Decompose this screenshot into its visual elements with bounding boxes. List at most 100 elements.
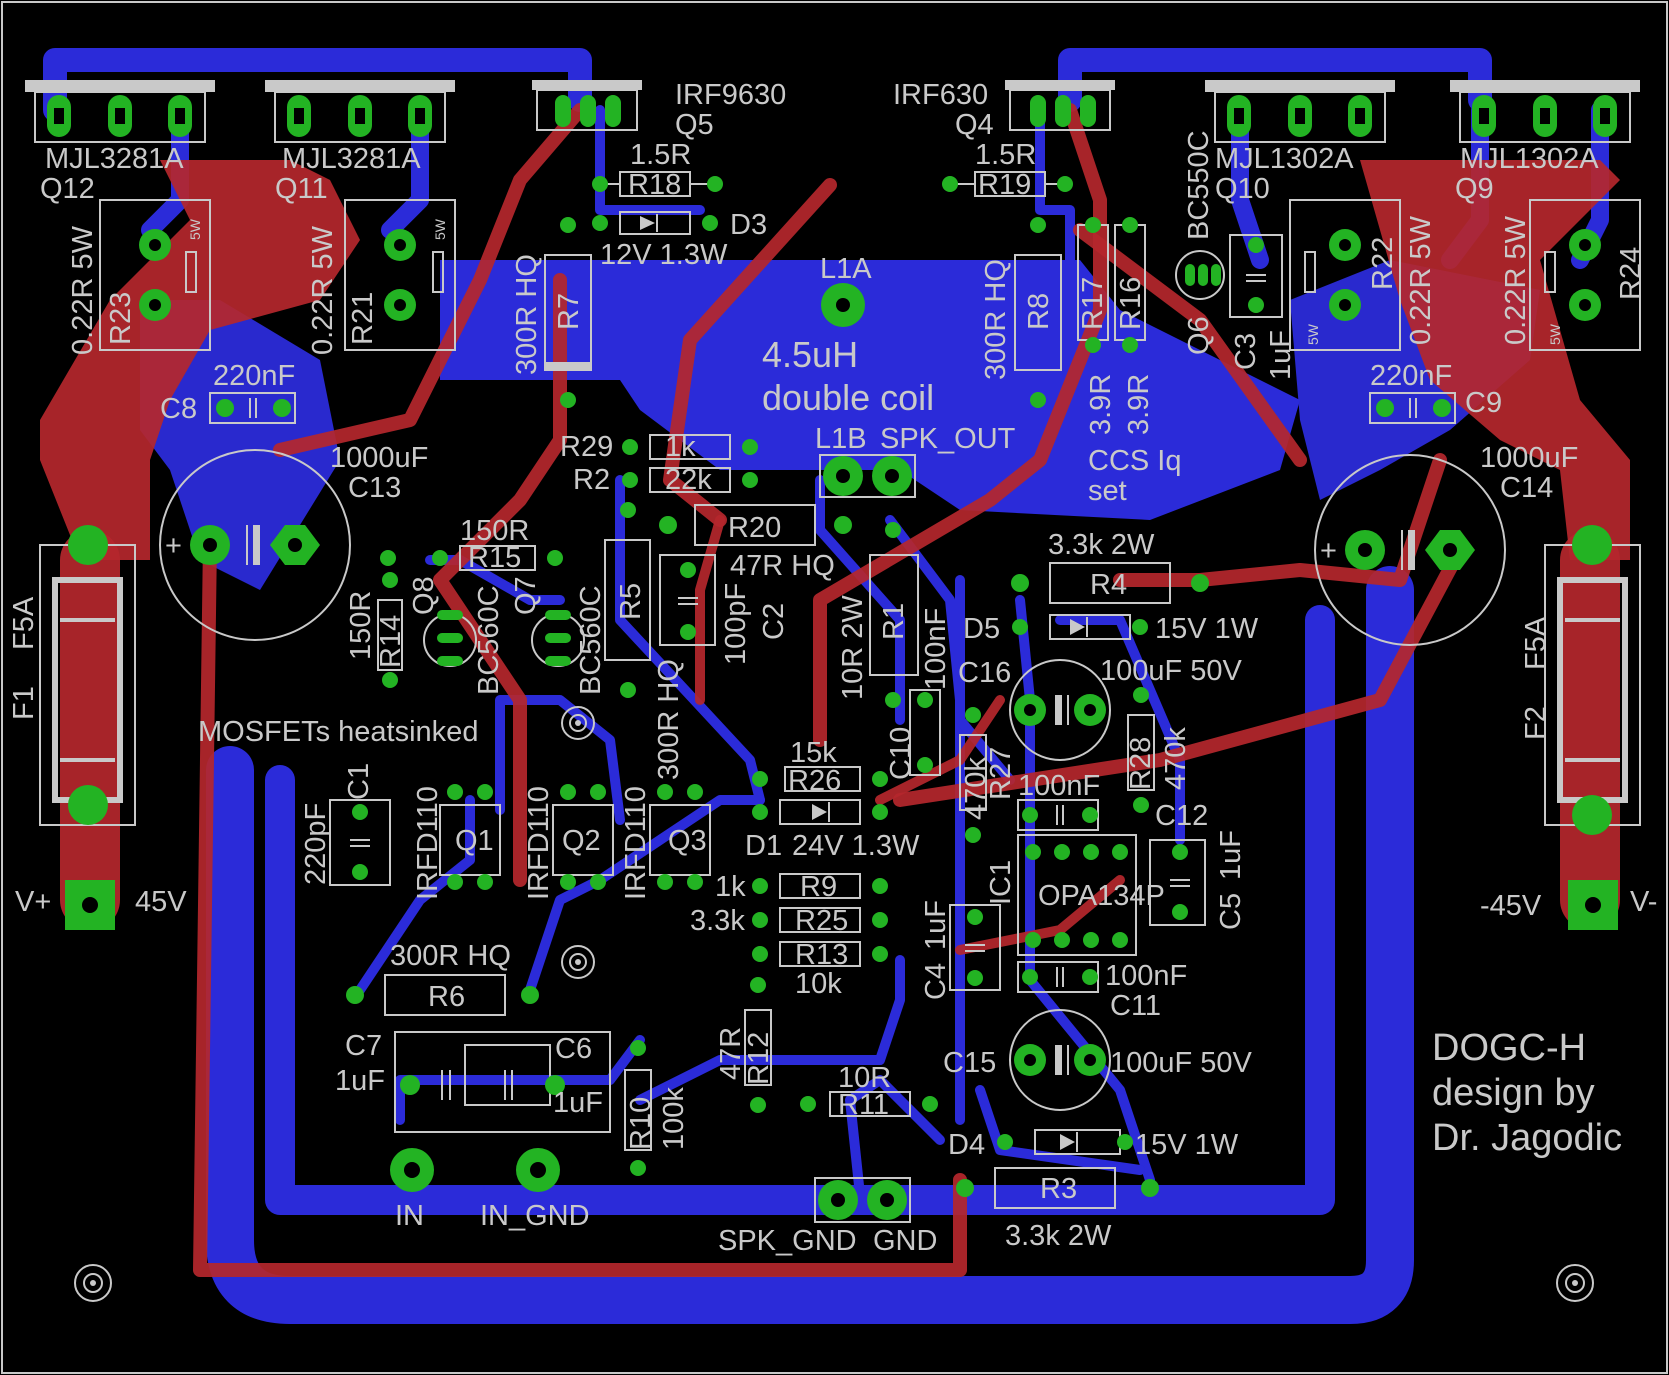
trace-q5: [273, 103, 587, 457]
resistor-r20: R20 47R HQ: [659, 504, 852, 582]
c11-value-label: 100nF: [1105, 960, 1187, 992]
r16-ref-label: R16: [1115, 277, 1147, 330]
q12-ref-label: Q12: [40, 173, 95, 205]
r23-rating-label: 5W: [187, 218, 203, 240]
r2-ref-label: R2: [573, 464, 610, 496]
d5-ref-label: D5: [963, 613, 1000, 645]
c9-ref-label: C9: [1465, 387, 1502, 419]
r24-rating-label: 5W: [1547, 323, 1563, 345]
transistor-q11: MJL3281A Q11: [265, 80, 455, 205]
trace-n: [955, 575, 1015, 785]
mounting-hole-2: [561, 945, 595, 979]
q4-ref-label: Q4: [955, 109, 994, 141]
mounting-hole-4: [1556, 1264, 1594, 1302]
c7-value-label: 1uF: [335, 1065, 385, 1097]
trace-o: [495, 695, 625, 825]
ic1-ref-label: IC1: [985, 860, 1017, 905]
q9-part-label: MJL1302A: [1460, 143, 1599, 175]
trace-l: [975, 1085, 1145, 1175]
input-terminal[interactable]: IN: [390, 1148, 434, 1232]
q2-ref-label: Q2: [562, 825, 601, 857]
coil-line1-label: 4.5uH: [762, 334, 858, 375]
q8-part-label: BC560C: [473, 585, 505, 695]
resistor-r2: 22k R2: [573, 464, 758, 496]
resistor-r27: 470k R27: [959, 707, 1017, 843]
r22-ref-label: R22: [1367, 237, 1399, 290]
resistor-r18: 1.5R R18: [592, 139, 723, 201]
f1-value-label: F5A: [8, 596, 40, 650]
r19-value-label: 1.5R: [975, 139, 1036, 171]
d5-value-label: 15V 1W: [1155, 613, 1259, 645]
capacitor-c7: C7 1uF: [335, 1030, 611, 1133]
q7-ref-label: Q7: [510, 576, 542, 615]
r20-value-label: 47R HQ: [730, 550, 835, 582]
trace-q6: [1073, 223, 1307, 467]
mosfet-q3: Q3 IRFD110: [620, 784, 711, 900]
r24-ref-label: R24: [1615, 247, 1647, 300]
resistor-r23: 0.22R 5W R23 5W: [67, 199, 211, 355]
r9-ref-label: R9: [800, 871, 837, 903]
l1b-label: L1B: [815, 423, 867, 455]
r23-value-label: 0.22R 5W: [67, 225, 99, 355]
speaker-out-connector[interactable]: L1B SPK_OUT: [815, 423, 1016, 498]
d1-ref-label: D1: [745, 830, 782, 862]
ground-loop-inner: [265, 605, 1335, 1215]
resistor-r15: 150R R15: [380, 515, 563, 574]
resistor-r26: 15k R26: [752, 737, 888, 797]
q10-ref-label: Q10: [1215, 173, 1270, 205]
c15-ref-label: C15: [943, 1047, 996, 1079]
ccs-section: R17 R16 3.9R 3.9R BC550C Q6 C3 1uF CCS I…: [1077, 130, 1297, 507]
r9-value-label: 1k: [715, 871, 746, 903]
c3-ref-label: C3: [1230, 333, 1262, 370]
c15-value-label: 100uF 50V: [1110, 1047, 1253, 1079]
left-pour: [140, 300, 340, 590]
transistor-q8: Q8 BC560C: [408, 576, 505, 695]
supply-right: [893, 543, 1467, 807]
r26-value-label: 15k: [790, 737, 837, 769]
c6-ref-label: C6: [555, 1033, 592, 1065]
r8-ref-label: R8: [1023, 293, 1055, 330]
r28-ref-label: R28: [1125, 737, 1157, 790]
c14-ref-label: C14: [1500, 472, 1553, 504]
q1-ref-label: Q1: [455, 825, 494, 857]
c1-value-label: 220pF: [300, 803, 332, 885]
r25-ref-label: R25: [795, 905, 848, 937]
input-ground-terminal[interactable]: IN_GND: [480, 1148, 590, 1232]
ccs-line2-label: set: [1088, 475, 1127, 507]
r22-value-label: 0.22R 5W: [1405, 215, 1437, 345]
q2-part-label: IRFD110: [523, 786, 555, 900]
capacitor-c4: C4 1uF: [920, 900, 1001, 1000]
c13-plus-glyph: +: [165, 530, 182, 562]
q5-ref-label: Q5: [675, 109, 714, 141]
c2-value-label: 100pF: [720, 583, 752, 665]
l1a-label: L1A: [820, 253, 872, 285]
ground-connector[interactable]: SPK_GND GND: [718, 1177, 937, 1257]
r10-value-label: 100k: [658, 1087, 690, 1150]
r7-ref-label: R7: [553, 293, 585, 330]
zener-d1: D1 24V 1.3W: [745, 799, 920, 862]
in-gnd-label: IN_GND: [480, 1200, 590, 1232]
c8-value-label: 220nF: [213, 360, 295, 392]
c11-ref-label: C11: [1110, 990, 1161, 1022]
capacitor-c9: 220nF C9: [1369, 360, 1502, 424]
c13-value-label: 1000uF: [330, 442, 428, 474]
r15-ref-label: R15: [468, 542, 521, 574]
v-minus-label: V-: [1630, 886, 1657, 918]
trace-g: [355, 795, 475, 995]
resistor-r11: 10R R11: [800, 1062, 938, 1121]
d1-value-label: 24V 1.3W: [792, 830, 920, 862]
v-minus-terminal[interactable]: -45V V-: [1480, 880, 1657, 930]
top-copper-layer: [40, 103, 1630, 1277]
r17-ref-label: R17: [1077, 277, 1109, 330]
r11-value-label: 10R: [838, 1062, 891, 1094]
resistor-r8: 300R HQ R8: [980, 217, 1062, 408]
r26-ref-label: R26: [788, 765, 841, 797]
mosfet-q2: Q2 IRFD110: [523, 784, 614, 900]
q1-part-label: IRFD110: [412, 786, 444, 900]
c16-ref-label: C16: [958, 657, 1011, 689]
capacitor-c12: 100nF C12: [1017, 770, 1208, 832]
v-plus-terminal[interactable]: V+ 45V: [15, 880, 187, 930]
trace-k: [395, 1035, 645, 1125]
resistor-r12: 47R R12: [715, 977, 775, 1113]
